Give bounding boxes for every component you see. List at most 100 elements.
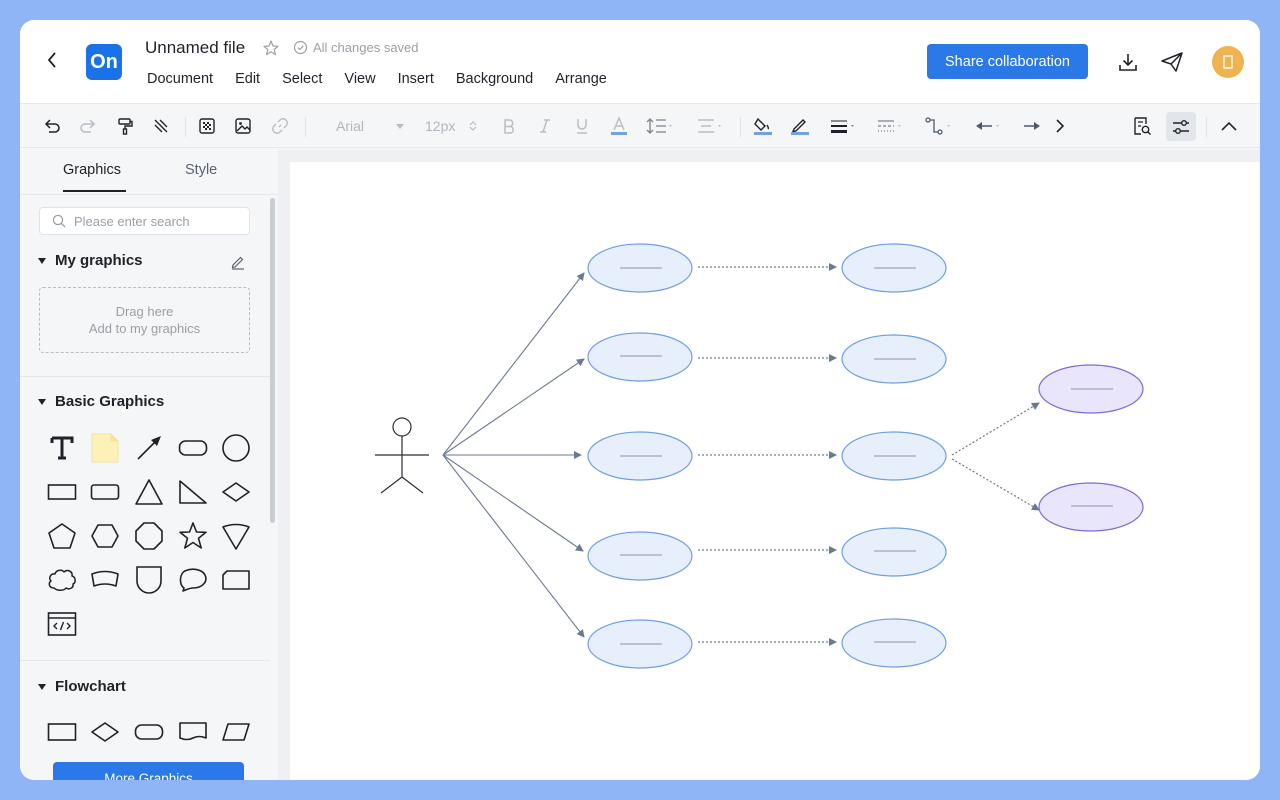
font-size-input[interactable]: 12px [418, 113, 483, 139]
connector-line[interactable] [442, 454, 584, 552]
line-width-icon[interactable] [826, 113, 860, 139]
align-icon[interactable] [693, 113, 727, 139]
tab-style[interactable]: Style [185, 162, 218, 178]
line-spacing-icon[interactable] [643, 113, 677, 139]
font-family-select[interactable]: Arial [320, 113, 410, 139]
shape-rectangle[interactable] [44, 474, 80, 510]
flowchart-document[interactable] [175, 714, 211, 750]
menu-arrange[interactable]: Arrange [555, 71, 607, 87]
my-graphics-dropzone[interactable]: Drag here Add to my graphics [39, 287, 250, 353]
connector-icon[interactable] [922, 113, 956, 139]
settings-sliders-icon[interactable] [1166, 112, 1196, 141]
canvas-area[interactable] [278, 150, 1260, 780]
file-title[interactable]: Unnamed file [145, 38, 246, 57]
use-case-ellipse-purple[interactable] [1038, 482, 1144, 532]
image-icon[interactable] [231, 113, 255, 139]
connector-line[interactable] [442, 272, 585, 456]
shape-speech-bubble[interactable] [175, 562, 211, 598]
stepper-icon [469, 121, 477, 131]
edit-icon[interactable] [230, 254, 248, 272]
flowchart-process[interactable] [44, 714, 80, 750]
font-color-icon[interactable] [607, 113, 631, 139]
chevron-right-icon[interactable] [1050, 113, 1070, 139]
shape-pentagon[interactable] [44, 518, 80, 554]
line-style-icon[interactable] [873, 113, 907, 139]
flowchart-decision[interactable] [87, 714, 123, 750]
shape-right-triangle[interactable] [175, 474, 211, 510]
shape-rounded-rectangle[interactable] [87, 474, 123, 510]
dotted-connector[interactable] [951, 458, 1040, 511]
use-case-ellipse[interactable] [841, 618, 947, 668]
bold-icon[interactable] [497, 113, 521, 139]
shape-cone[interactable] [218, 518, 254, 554]
shape-banner[interactable] [87, 562, 123, 598]
flowchart-header[interactable]: Flowchart [38, 678, 126, 695]
clear-format-icon[interactable] [149, 113, 173, 139]
shape-card[interactable] [218, 562, 254, 598]
menu-document[interactable]: Document [147, 71, 214, 87]
dotted-connector[interactable] [951, 402, 1040, 456]
shape-diamond[interactable] [218, 474, 254, 510]
share-collaboration-button[interactable]: Share collaboration [927, 44, 1088, 79]
fill-color-icon[interactable] [751, 113, 775, 139]
use-case-ellipse[interactable] [841, 431, 947, 481]
send-icon[interactable] [1160, 50, 1184, 74]
format-painter-icon[interactable] [113, 113, 137, 139]
tab-graphics[interactable]: Graphics [63, 162, 122, 178]
basic-graphics-header[interactable]: Basic Graphics [38, 393, 164, 410]
connector-line[interactable] [442, 358, 585, 456]
use-case-ellipse-purple[interactable] [1038, 364, 1144, 414]
use-case-ellipse[interactable] [587, 619, 693, 669]
shape-note[interactable] [87, 430, 123, 466]
use-case-ellipse[interactable] [587, 431, 693, 481]
use-case-ellipse[interactable] [587, 332, 693, 382]
arrow-end-icon[interactable] [1020, 113, 1044, 139]
flowchart-terminator[interactable] [131, 714, 167, 750]
use-case-ellipse[interactable] [841, 334, 947, 384]
shape-octagon[interactable] [131, 518, 167, 554]
italic-icon[interactable] [533, 113, 557, 139]
arrow-start-icon[interactable] [972, 113, 1006, 139]
download-icon[interactable] [1116, 50, 1140, 74]
menu-view[interactable]: View [344, 71, 376, 87]
menu-edit[interactable]: Edit [235, 71, 261, 87]
menu-select[interactable]: Select [282, 71, 323, 87]
back-icon[interactable] [42, 48, 62, 72]
shape-text[interactable] [44, 430, 80, 466]
fill-pattern-icon[interactable] [195, 113, 219, 139]
collapse-icon[interactable] [1218, 113, 1240, 139]
shape-circle[interactable] [218, 430, 254, 466]
use-case-ellipse[interactable] [587, 531, 693, 581]
actor-figure[interactable] [375, 417, 429, 494]
sidebar-scrollbar[interactable] [270, 198, 275, 523]
canvas-page[interactable] [290, 162, 1260, 780]
search-box [39, 207, 250, 235]
shape-code-block[interactable] [44, 606, 80, 642]
shape-cloud[interactable] [44, 562, 80, 598]
shape-hexagon[interactable] [87, 518, 123, 554]
my-graphics-header[interactable]: My graphics [38, 252, 143, 269]
find-replace-icon[interactable] [1130, 113, 1154, 139]
shape-triangle[interactable] [131, 474, 167, 510]
undo-icon[interactable] [40, 113, 64, 139]
underline-icon[interactable] [570, 113, 594, 139]
menu-background[interactable]: Background [455, 71, 534, 87]
toolbar-separator [1206, 117, 1207, 137]
menu-insert[interactable]: Insert [397, 71, 434, 87]
use-case-ellipse[interactable] [587, 243, 693, 293]
use-case-ellipse[interactable] [841, 527, 947, 577]
link-icon[interactable] [268, 113, 292, 139]
avatar[interactable] [1212, 46, 1244, 78]
shape-star[interactable] [175, 518, 211, 554]
shape-shield[interactable] [131, 562, 167, 598]
flowchart-data[interactable] [218, 714, 254, 750]
search-input[interactable] [74, 213, 239, 229]
shape-arrow[interactable] [131, 430, 167, 466]
redo-icon[interactable] [76, 113, 100, 139]
connector-line[interactable] [442, 454, 585, 638]
shape-rounded-rect[interactable] [175, 430, 211, 466]
star-icon[interactable] [262, 39, 280, 57]
use-case-ellipse[interactable] [841, 243, 947, 293]
more-graphics-button[interactable]: More Graphics [53, 762, 244, 780]
line-color-icon[interactable] [788, 113, 812, 139]
